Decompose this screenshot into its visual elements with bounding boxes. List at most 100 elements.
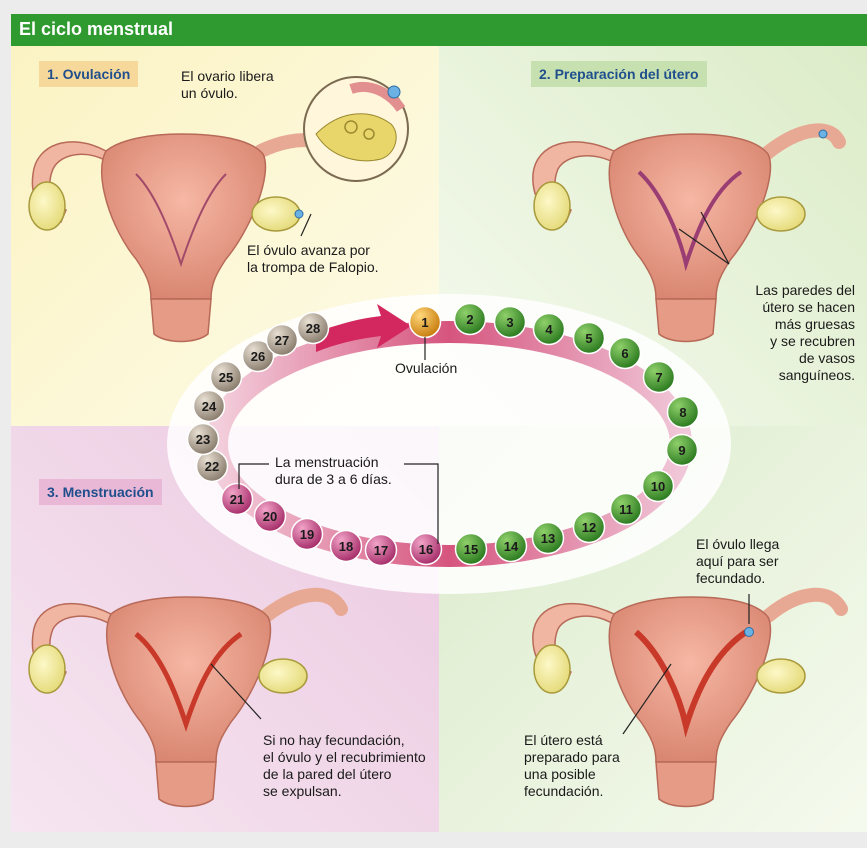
stage-label-menstruation: 3. Menstruación: [39, 479, 162, 505]
page-title: El ciclo menstrual: [19, 19, 174, 39]
day-marker-3: [493, 305, 527, 339]
caption-line: fecundación.: [524, 783, 604, 799]
day-marker-27: [265, 323, 299, 357]
day-label-9: 9: [678, 443, 685, 458]
day-marker-15: [454, 532, 488, 566]
day-marker-5: [572, 321, 606, 355]
day-marker-20: [253, 499, 287, 533]
caption-line: y se recubren: [770, 333, 855, 349]
day-label-25: 25: [219, 370, 233, 385]
day-marker-26: [241, 339, 275, 373]
day-marker-25: [209, 360, 243, 394]
caption-line: útero se hacen: [762, 299, 855, 315]
caption-uterus-ready: El útero está preparado para una posible…: [524, 732, 620, 800]
day-label-24: 24: [202, 399, 217, 414]
caption-line: el óvulo y el recubrimiento: [263, 749, 426, 765]
caption-no-fertilization: Si no hay fecundación, el óvulo y el rec…: [263, 732, 426, 800]
caption-line: se expulsan.: [263, 783, 342, 799]
day-label-7: 7: [655, 370, 662, 385]
day-label-2: 2: [466, 312, 473, 327]
day-label-12: 12: [582, 520, 596, 535]
caption-line: El óvulo llega: [696, 536, 780, 552]
day-marker-12: [572, 510, 606, 544]
caption-line: más gruesas: [774, 316, 855, 332]
cycle-direction-arrow: [316, 304, 411, 352]
menstruation-line-right: [404, 463, 439, 544]
caption-line: Si no hay fecundación,: [263, 732, 405, 748]
day-label-22: 22: [205, 459, 219, 474]
day-marker-19: [290, 517, 324, 551]
day-marker-28: [296, 311, 330, 345]
caption-line: aquí para ser: [696, 553, 779, 569]
caption-line: El útero está: [524, 732, 603, 748]
day-marker-6: [608, 336, 642, 370]
day-label-8: 8: [679, 405, 686, 420]
day-label-21: 21: [230, 492, 244, 507]
stage-label-ovulation: 1. Ovulación: [39, 61, 139, 87]
uterus-preparation-illustration: [532, 123, 846, 343]
caption-line: fecundado.: [696, 570, 766, 586]
day-label-23: 23: [196, 432, 210, 447]
day-label-26: 26: [251, 349, 265, 364]
caption-egg-travels: El óvulo avanza por la trompa de Falopio…: [247, 242, 379, 276]
uterus-ovulation-illustration: [28, 76, 409, 343]
callout-lines: [210, 211, 750, 735]
caption-line: La menstruación: [275, 454, 379, 470]
day-marker-4: [532, 312, 566, 346]
day-label-28: 28: [306, 321, 320, 336]
day-label-27: 27: [275, 333, 289, 348]
day-marker-8: [666, 395, 700, 429]
day-label-13: 13: [541, 531, 555, 546]
caption-ovary-releases: El ovario libera un óvulo.: [181, 68, 274, 102]
uterus-menstruation-illustration: [28, 587, 348, 808]
day-label-1: 1: [421, 315, 428, 330]
ready-callout-line: [622, 663, 672, 735]
day-label-4: 4: [545, 322, 553, 337]
menstruation-callout-line: [210, 663, 262, 720]
caption-line: preparado para: [524, 749, 620, 765]
day-marker-24: [192, 389, 226, 423]
day-marker-14: [494, 529, 528, 563]
caption-line: El óvulo avanza por: [247, 242, 370, 258]
caption-line: dura de 3 a 6 días.: [275, 471, 392, 487]
day-marker-9: [665, 433, 699, 467]
day-marker-13: [531, 521, 565, 555]
day-marker-16: [409, 532, 443, 566]
caption-line: un óvulo.: [181, 85, 238, 101]
day-marker-23: [186, 422, 220, 456]
day-marker-7: [642, 360, 676, 394]
day-label-19: 19: [300, 527, 314, 542]
caption-line: El ovario libera: [181, 68, 274, 84]
caption-ovulation-day: Ovulación: [395, 360, 458, 376]
day-label-6: 6: [621, 346, 628, 361]
day-marker-21: [220, 482, 254, 516]
uterus-ready-illustration: [532, 587, 848, 808]
day-marker-10: [641, 469, 675, 503]
caption-line: Las paredes del: [755, 282, 855, 298]
day-label-10: 10: [651, 479, 665, 494]
title-bar: El ciclo menstrual: [11, 14, 867, 46]
day-label-5: 5: [585, 331, 592, 346]
caption-menstruation-duration: La menstruación dura de 3 a 6 días.: [275, 454, 392, 488]
day-marker-17: [364, 533, 398, 567]
stage-label-preparation: 2. Preparación del útero: [531, 61, 707, 87]
caption-line: una posible: [524, 766, 596, 782]
day-marker-11: [609, 492, 643, 526]
caption-line: sanguíneos.: [778, 367, 855, 383]
wall-callout-line-2: [678, 228, 730, 265]
day-label-14: 14: [504, 539, 519, 554]
caption-line: de vasos: [798, 350, 855, 366]
day-label-11: 11: [619, 502, 633, 517]
caption-egg-arrives: El óvulo llega aquí para ser fecundado.: [696, 536, 779, 587]
caption-line: de la pared del útero: [263, 766, 392, 782]
day-label-17: 17: [374, 543, 388, 558]
day-marker-18: [329, 529, 363, 563]
day-label-3: 3: [506, 315, 513, 330]
day-label-16: 16: [419, 542, 433, 557]
caption-line: la trompa de Falopio.: [247, 259, 379, 275]
diagram-panel: El ciclo menstrual: [11, 14, 867, 832]
day-label-18: 18: [339, 539, 353, 554]
